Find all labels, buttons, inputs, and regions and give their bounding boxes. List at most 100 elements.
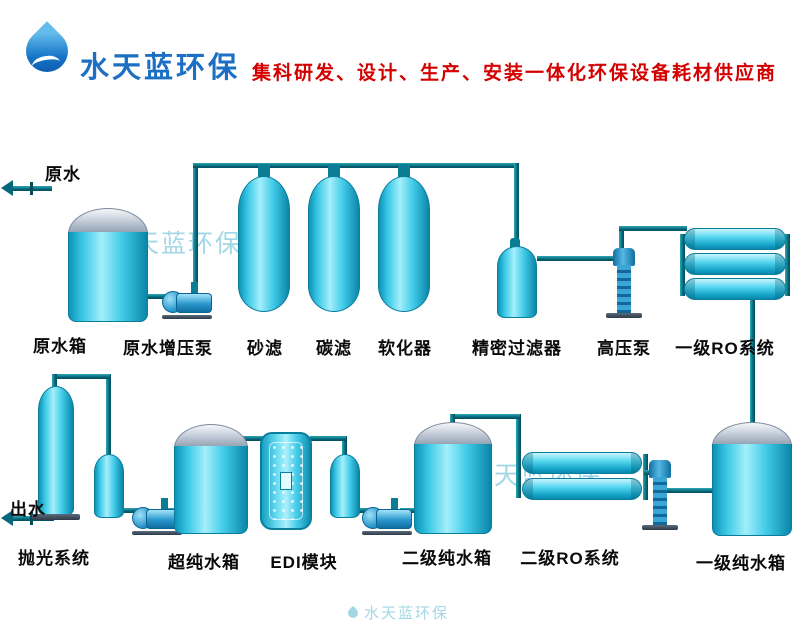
- label-polishing-system: 抛光系统: [18, 549, 90, 568]
- label-softener: 软化器: [378, 339, 432, 358]
- filter-cap: [510, 238, 520, 248]
- column-shell: [38, 386, 74, 516]
- edi-shell: [260, 432, 312, 530]
- watermark: 水天蓝环保: [345, 602, 450, 623]
- pump-to-polisher-pipe: [122, 508, 138, 513]
- tank-dome: [68, 208, 148, 234]
- label-stage1-pure-tank: 一级纯水箱: [696, 554, 786, 573]
- label-raw-water-tank: 原水箱: [33, 337, 87, 356]
- hp-to-ro-pipe: [619, 226, 687, 231]
- ro-membrane-tube: [522, 452, 642, 474]
- brand-name: 水天蓝环保: [80, 52, 241, 84]
- ro1-membrane-rack: [684, 228, 786, 300]
- raw-water-tank: [68, 208, 148, 322]
- ro-membrane-tube: [684, 253, 786, 275]
- pump-base: [642, 525, 678, 530]
- pump-stage-column: [653, 477, 667, 525]
- tank1-to-pump-pipe: [664, 488, 712, 493]
- high-pressure-pump: [606, 248, 642, 320]
- header-tagline: 集科研发、设计、生产、安装一体化环保设备耗材供应商: [252, 63, 778, 84]
- hp-outlet-riser-pipe: [619, 226, 624, 261]
- label-stage2-pure-tank: 二级纯水箱: [402, 549, 492, 568]
- softener-vessel: [378, 164, 430, 312]
- outlet-label: 出水: [10, 500, 46, 519]
- ro1-to-tank-pipe: [750, 298, 755, 426]
- cartridge-riser-pipe: [342, 436, 347, 458]
- inlet-arrow-icon: [1, 180, 13, 196]
- label-ro2-system: 二级RO系统: [520, 549, 620, 568]
- precision-to-hp-pipe: [537, 256, 619, 261]
- transfer-pump-1: [132, 498, 184, 536]
- pump-to-cartridge-pipe: [356, 508, 370, 513]
- pump-base: [162, 315, 212, 319]
- pump-motor: [613, 248, 635, 266]
- tank-to-pump-pipe: [146, 294, 176, 299]
- inlet-label: 原水: [45, 165, 81, 184]
- polishing-column: [32, 386, 80, 522]
- ro2-left-manifold-riser: [516, 414, 521, 498]
- booster-pump: [162, 282, 214, 320]
- pump-base: [132, 531, 182, 535]
- pump-motor: [649, 460, 671, 478]
- pump-port: [191, 282, 198, 294]
- outlet-flange: [30, 512, 33, 525]
- label-booster-pump: 原水增压泵: [123, 339, 213, 358]
- tank-shell: [712, 444, 792, 536]
- ro1-right-manifold: [785, 234, 790, 296]
- booster-riser-pipe: [193, 163, 198, 299]
- pump-motor: [176, 293, 212, 313]
- ro2-right-manifold: [643, 454, 648, 500]
- tank-shell: [68, 232, 148, 322]
- vessel-shell: [238, 176, 290, 312]
- pump-stage-column: [617, 265, 631, 313]
- polisher-cartridge: [94, 454, 124, 518]
- vessel-cap: [258, 164, 270, 177]
- carbon-filter-vessel: [308, 164, 360, 312]
- tank-dome: [414, 422, 492, 446]
- ro2-membrane-rack: [522, 452, 642, 501]
- tank-dome: [174, 424, 248, 448]
- pump-port: [391, 498, 398, 510]
- edi-module: [260, 432, 312, 530]
- label-sand-filter: 砂滤: [247, 339, 283, 358]
- polisher-top-pipe: [52, 374, 110, 379]
- label-carbon-filter: 碳滤: [316, 339, 352, 358]
- label-precision-filter: 精密过滤器: [472, 339, 562, 358]
- vessel-cap: [398, 164, 410, 177]
- vessel-shell: [308, 176, 360, 312]
- precision-drop-pipe: [514, 163, 519, 250]
- edi-core: [280, 472, 292, 490]
- label-ro1-system: 一级RO系统: [675, 339, 775, 358]
- pump-motor: [376, 509, 412, 529]
- label-ultrapure-tank: 超纯水箱: [168, 553, 240, 572]
- ro-membrane-tube: [684, 228, 786, 250]
- ro1-left-manifold: [680, 234, 685, 296]
- pump-base: [362, 531, 412, 535]
- column-inlet-pipe: [52, 374, 57, 390]
- outlet-arrow-icon: [1, 510, 13, 526]
- vessel-shell: [378, 176, 430, 312]
- polisher-riser-pipe: [106, 374, 111, 458]
- tank-dome: [712, 422, 792, 446]
- ro-membrane-tube: [522, 478, 642, 500]
- tank-shell: [174, 446, 248, 534]
- vessel-cap: [328, 164, 340, 177]
- ro-membrane-tube: [684, 278, 786, 300]
- inlet-flange: [30, 182, 33, 195]
- ultrapure-water-tank: [174, 424, 248, 534]
- pump-port: [161, 498, 168, 510]
- water-drop-icon: [345, 605, 361, 620]
- ro2-feed-pump: [642, 460, 678, 532]
- top-header-pipe: [193, 163, 519, 168]
- label-edi-module: EDI模块: [270, 553, 338, 572]
- cartridge-filter: [330, 454, 360, 518]
- sand-filter-vessel: [238, 164, 290, 312]
- column-base: [32, 514, 80, 520]
- pump-base: [606, 313, 642, 318]
- stage2-pure-water-tank: [414, 422, 492, 534]
- precision-filter: [497, 238, 537, 318]
- edi-inlet-pipe: [310, 436, 346, 441]
- transfer-pump-2: [362, 498, 414, 536]
- watermark-text: 水天蓝环保: [364, 605, 450, 622]
